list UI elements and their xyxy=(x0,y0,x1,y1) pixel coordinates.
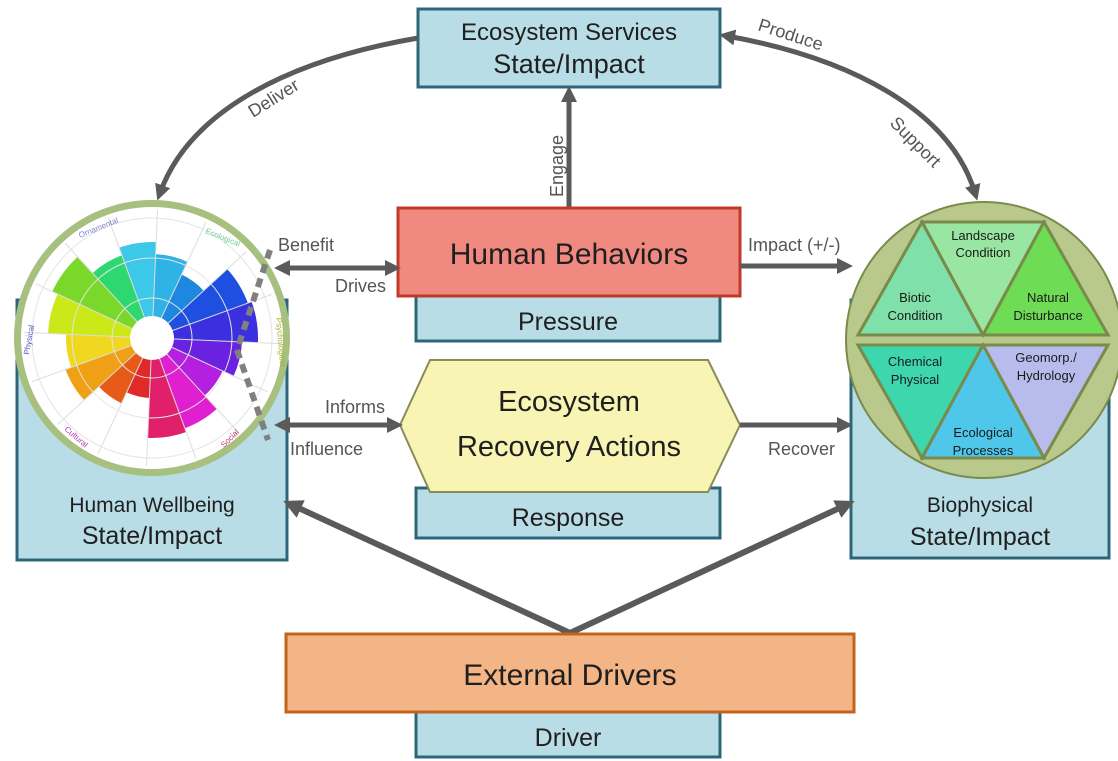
external-drivers-title: External Drivers xyxy=(463,659,676,692)
triangle-natural xyxy=(980,218,1111,337)
recover-label: Recover xyxy=(768,439,835,459)
wheel-wedge xyxy=(147,338,187,438)
landscape-line2: Condition xyxy=(956,245,1011,260)
wheel-wedge xyxy=(152,254,188,338)
human-wellbeing-line2: State/Impact xyxy=(82,522,222,550)
external-drivers-box: Driver External Drivers xyxy=(284,632,856,759)
landscape-line1: Landscape xyxy=(951,228,1015,243)
pressure-label: Pressure xyxy=(518,308,618,336)
ecological-line2: Processes xyxy=(953,443,1014,458)
human-wellbeing-line1: Human Wellbeing xyxy=(69,494,234,517)
geomorph-line2: Hydrology xyxy=(1017,368,1076,383)
geomorph-line1: Geomorp./ xyxy=(1015,350,1077,365)
recovery-line1: Ecosystem xyxy=(498,386,640,418)
produce-support-arrow xyxy=(719,29,981,201)
natural-line1: Natural xyxy=(1027,290,1069,305)
recovery-line2: Recovery Actions xyxy=(457,431,681,463)
wheel-center xyxy=(130,316,174,360)
benefit-label: Benefit xyxy=(278,235,334,255)
biophysical-circle: Landscape Condition Biotic Condition Nat… xyxy=(845,201,1118,479)
wheel-wedge xyxy=(92,255,152,338)
triangle-biotic xyxy=(855,218,986,337)
ecosystem-services-line2: State/Impact xyxy=(493,49,645,79)
impact-label: Impact (+/-) xyxy=(748,235,841,255)
triangle-ecological xyxy=(919,341,1047,460)
human-behaviors-box: Pressure Human Behaviors xyxy=(396,206,742,343)
wheel-wedge xyxy=(152,338,242,377)
wheel-grid-ring xyxy=(31,217,273,459)
influence-label: Influence xyxy=(290,439,363,459)
chemical-line2: Physical xyxy=(891,372,940,387)
ecosystem-services-line1: Ecosystem Services xyxy=(461,19,677,46)
driver-to-wellbeing-arrow xyxy=(283,500,572,636)
wheel-wedge xyxy=(152,338,223,396)
biotic-line2: Condition xyxy=(888,308,943,323)
wheel-wedge xyxy=(48,294,152,338)
deliver-arrow xyxy=(155,35,419,201)
biophysical-line1: Biophysical xyxy=(927,494,1033,517)
human-behaviors-title: Human Behaviors xyxy=(450,238,688,271)
driver-to-biophysical-arrow xyxy=(568,500,855,636)
wheel-dash-upper xyxy=(234,249,273,351)
wheel-grid-ring xyxy=(71,257,233,419)
wheel-wedges xyxy=(48,242,258,438)
ecological-line1: Ecological xyxy=(953,425,1012,440)
engage-label: Engage xyxy=(547,135,567,197)
wellbeing-wheel: Ornamental Ecological Physical Psycholog… xyxy=(14,200,290,476)
natural-line2: Disturbance xyxy=(1013,308,1082,323)
wheel-grid-ring xyxy=(111,297,193,379)
recovery-actions-box: Response Ecosystem Recovery Actions xyxy=(398,359,742,540)
response-label: Response xyxy=(512,504,625,532)
wheel-wedge xyxy=(119,242,157,338)
chemical-line1: Chemical xyxy=(888,354,942,369)
wheel-label-right: Psychological xyxy=(274,317,287,367)
drives-label: Drives xyxy=(335,276,386,296)
driver-label: Driver xyxy=(535,724,602,752)
biophysical-line2: State/Impact xyxy=(910,523,1050,551)
support-label: Support xyxy=(886,113,945,172)
wheel-wedge xyxy=(152,338,217,429)
wheel-wedge xyxy=(52,256,152,338)
wheel-wedge xyxy=(152,269,248,338)
ecosystem-services-box: Ecosystem Services State/Impact xyxy=(416,7,722,89)
wheel-dash-lower xyxy=(234,349,271,441)
biotic-line1: Biotic xyxy=(899,290,931,305)
informs-label: Informs xyxy=(325,397,385,417)
